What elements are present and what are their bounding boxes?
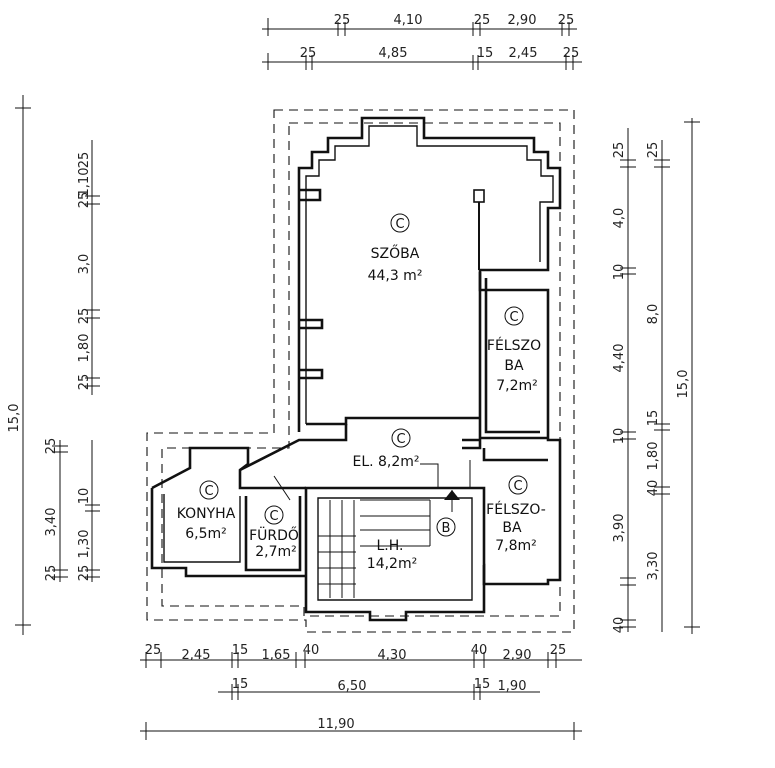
dim-right1-5: 3,90 xyxy=(612,514,627,543)
dim-right1-0: 25 xyxy=(612,142,627,159)
chimney xyxy=(473,189,485,270)
room-lh-area: 14,2m² xyxy=(367,556,417,572)
dim-left-top-0: 25 xyxy=(77,152,92,169)
room-szoba-name: SZŐBA xyxy=(371,244,420,262)
room-lh: B L.H. 14,2m² xyxy=(367,517,456,572)
dim-left-top-5: 1,80 xyxy=(77,334,92,363)
dim-bottom2-3: 1,90 xyxy=(498,679,527,694)
dim-bottom1-4: 40 xyxy=(303,643,320,658)
dim-top1-3: 2,90 xyxy=(508,13,537,28)
left-dimension-lines: 15,0 25 1,10 25 3,0 25 1,80 25 25 10 3,4… xyxy=(7,95,100,635)
room-konyha-marker: C xyxy=(204,484,213,499)
dim-right2-2: 15 xyxy=(646,410,661,427)
room-felszoba1-line1: FÉLSZO xyxy=(487,337,541,354)
room-szoba: C SZŐBA 44,3 m² xyxy=(368,213,423,284)
entrance-arrow-icon xyxy=(444,490,460,512)
dim-bottom1-7: 2,90 xyxy=(503,648,532,663)
room-felszoba2-marker: C xyxy=(513,479,522,494)
room-felszoba2-line2: BA xyxy=(502,520,522,536)
dim-right1-2: 10 xyxy=(612,264,627,281)
dim-right1-4: 10 xyxy=(612,428,627,445)
dim-left-outer: 15,0 xyxy=(7,404,22,433)
dim-left-top-3: 3,0 xyxy=(77,254,92,275)
room-felszoba2-line1: FÉLSZO- xyxy=(486,501,546,518)
dim-bottom1-5: 4,30 xyxy=(378,648,407,663)
room-el: C EL. 8,2m² xyxy=(352,428,420,470)
room-felszoba1-area: 7,2m² xyxy=(496,378,538,394)
dim-top2-0: 25 xyxy=(300,46,317,61)
dim-right-outer: 15,0 xyxy=(676,370,691,399)
dim-top1-1: 4,10 xyxy=(394,13,423,28)
room-furdo: C FÜRDŐ 2,7m² xyxy=(249,505,299,560)
dim-top1-2: 25 xyxy=(474,13,491,28)
bottom-dimension-lines: 25 2,45 15 1,65 40 4,30 40 2,90 25 15 6,… xyxy=(140,643,582,740)
walls xyxy=(150,116,562,622)
room-el-label: EL. 8,2m² xyxy=(352,454,419,470)
dim-left-bottom-4: 25 xyxy=(44,565,59,582)
room-felszoba1: C FÉLSZO BA 7,2m² xyxy=(487,306,541,394)
dim-bottom1-0: 25 xyxy=(145,643,162,658)
dim-left-bottom-outer-0: 25 xyxy=(77,565,92,582)
dim-right2-1: 8,0 xyxy=(646,304,661,325)
dim-bottom1-6: 40 xyxy=(471,643,488,658)
room-szoba-area: 44,3 m² xyxy=(368,268,423,284)
dim-top2-3: 2,45 xyxy=(509,46,538,61)
dim-right2-5: 3,30 xyxy=(646,552,661,581)
room-felszoba2: C FÉLSZO- BA 7,8m² xyxy=(486,475,546,554)
dim-bottom2-2: 15 xyxy=(474,677,491,692)
dim-bottom3: 11,90 xyxy=(317,717,354,732)
room-el-marker: C xyxy=(396,432,405,447)
dim-left-bottom-0: 25 xyxy=(44,438,59,455)
dim-right1-1: 4,0 xyxy=(612,208,627,229)
room-konyha-name: KONYHA xyxy=(177,506,236,522)
dim-right1-6: 40 xyxy=(612,617,627,634)
dim-right2-3: 1,80 xyxy=(646,442,661,471)
dim-top1-0: 25 xyxy=(334,13,351,28)
room-lh-marker: B xyxy=(442,521,451,536)
room-furdo-marker: C xyxy=(269,509,278,524)
right-dimension-lines: 25 4,0 10 4,40 10 3,90 40 25 8,0 15 1,80… xyxy=(612,118,700,634)
dim-right1-3: 4,40 xyxy=(612,344,627,373)
room-furdo-area: 2,7m² xyxy=(255,544,297,560)
dim-right2-0: 25 xyxy=(646,142,661,159)
dim-top2-2: 15 xyxy=(477,46,494,61)
room-konyha: C KONYHA 6,5m² xyxy=(177,480,236,542)
dim-left-top-6: 25 xyxy=(77,374,92,391)
dim-bottom1-2: 15 xyxy=(232,643,249,658)
dim-bottom2-0: 15 xyxy=(232,677,249,692)
room-furdo-name: FÜRDŐ xyxy=(249,526,299,544)
room-felszoba2-area: 7,8m² xyxy=(495,538,537,554)
dim-bottom1-3: 1,65 xyxy=(262,648,291,663)
dim-top2-1: 4,85 xyxy=(379,46,408,61)
dim-left-top-1: 1,10 xyxy=(77,168,92,197)
dim-left-bottom-2: 3,40 xyxy=(44,508,59,537)
dim-bottom1-8: 25 xyxy=(550,643,567,658)
dim-left-bottom-3: 1,30 xyxy=(77,530,92,559)
dim-left-bottom-1: 10 xyxy=(77,488,92,505)
room-felszoba1-line2: BA xyxy=(504,358,524,374)
dim-right2-4: 40 xyxy=(646,480,661,497)
room-konyha-area: 6,5m² xyxy=(185,526,227,542)
dim-top1-4: 25 xyxy=(558,13,575,28)
dim-left-top-2: 25 xyxy=(77,192,92,209)
dim-top2-4: 25 xyxy=(563,46,580,61)
dim-bottom1-1: 2,45 xyxy=(182,648,211,663)
room-lh-name: L.H. xyxy=(377,538,404,554)
room-szoba-marker: C xyxy=(395,217,404,232)
top-dimension-lines: 25 4,10 25 2,90 25 25 4,85 15 2,45 25 xyxy=(262,13,582,70)
room-felszoba1-marker: C xyxy=(509,310,518,325)
dim-left-top-4: 25 xyxy=(77,308,92,325)
dim-bottom2-1: 6,50 xyxy=(338,679,367,694)
